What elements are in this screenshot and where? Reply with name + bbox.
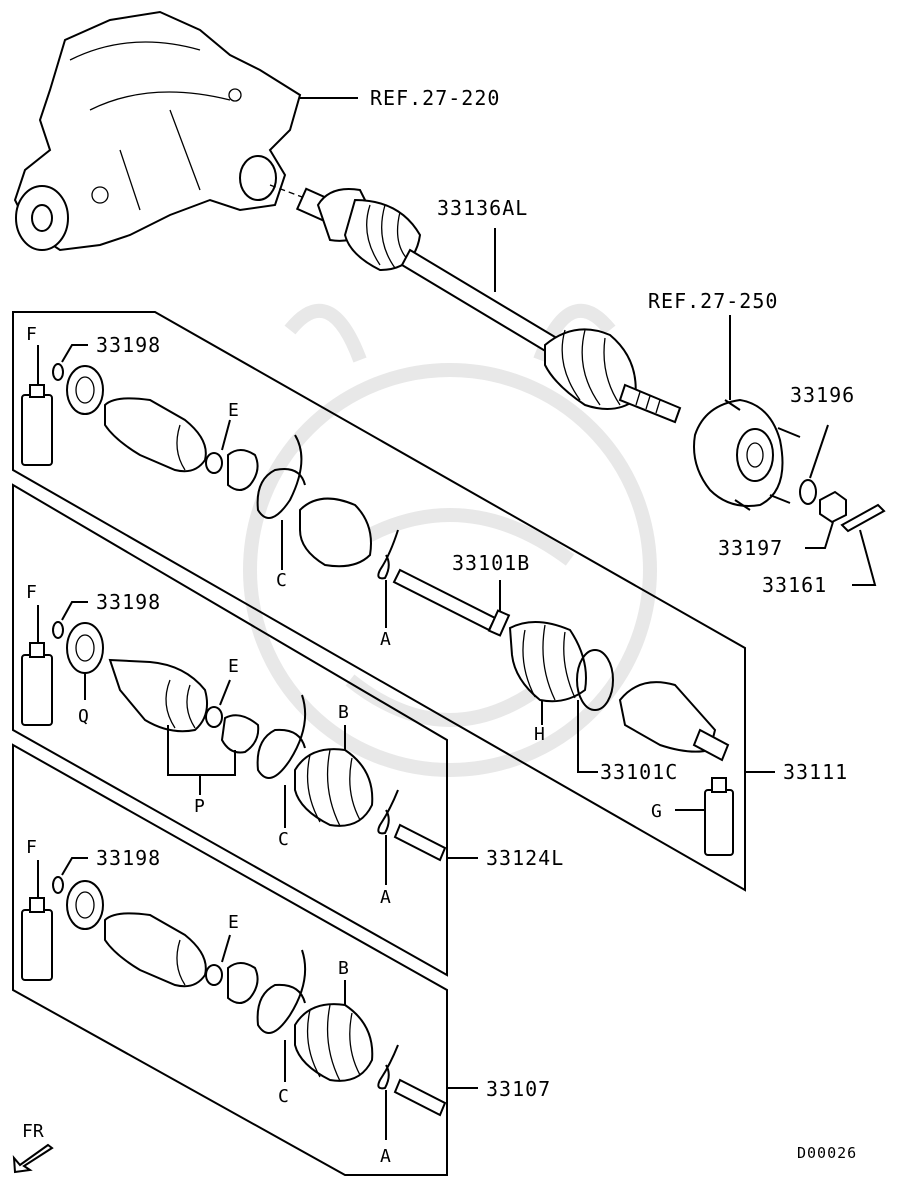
snap-ring-1 (52, 363, 64, 381)
b1-label: B (338, 702, 349, 723)
f3-label: F (26, 837, 37, 858)
washer-leader (809, 424, 829, 479)
ref-hub-label: REF.27-250 (648, 289, 778, 313)
snap-ring-e2 (205, 706, 223, 728)
kit-middle-frame (12, 483, 448, 977)
middle-ring-leader (577, 700, 598, 773)
inner-joint-3 (104, 912, 207, 988)
shaft-bar-1 (392, 568, 497, 632)
nut-label: 33197 (718, 536, 783, 560)
boot-band-a2 (377, 789, 399, 835)
dust-cover-kit-label-1: 33198 (96, 333, 161, 357)
inner-boot-2 (294, 748, 374, 827)
shaft-bar-3 (393, 1078, 447, 1117)
a2-label: A (380, 887, 391, 908)
fr-label: FR (22, 1121, 44, 1142)
diagram-code: D00026 (797, 1144, 857, 1162)
dust-cover-kit-label-2: 33198 (96, 590, 161, 614)
c1-label: C (276, 570, 287, 591)
q-label: Q (78, 706, 89, 727)
p-bracket (167, 725, 236, 776)
middle-joint-label: 33101B (452, 551, 530, 575)
f1-label: F (26, 324, 37, 345)
snap-ring-2 (52, 621, 64, 639)
dust-cover-1 (66, 365, 104, 415)
c2-label: C (278, 829, 289, 850)
snap-ring-e3 (205, 964, 223, 986)
cotter-pin (840, 503, 886, 533)
inner-joint-1 (104, 397, 207, 473)
outer-boot-1 (508, 620, 587, 703)
f2-label: F (26, 582, 37, 603)
washer (799, 479, 817, 505)
middle-ring (576, 649, 614, 711)
spider-3 (227, 962, 259, 1004)
e2-leader (219, 679, 231, 706)
shaft-assy-label: 33136AL (437, 196, 528, 220)
snap-ring-3 (52, 876, 64, 894)
e1-leader (221, 419, 231, 451)
boot-band-c2 (256, 694, 307, 779)
kit-middle-label: 33124L (486, 846, 564, 870)
kit-top-frame (12, 311, 746, 892)
e1-label: E (228, 400, 239, 421)
boot-band-a1 (377, 529, 399, 580)
inner-joint-2 (108, 658, 208, 733)
boot-band-c1 (256, 434, 306, 519)
g-label: G (651, 801, 662, 822)
dust-cover-2 (66, 622, 104, 674)
grease-bottle-g (704, 777, 734, 856)
a3-label: A (380, 1146, 391, 1167)
front-direction-arrow (12, 1143, 54, 1174)
castle-nut (819, 490, 847, 524)
middle-ring-label: 33101C (600, 760, 678, 784)
washer-label: 33196 (790, 383, 855, 407)
cotter-pin-label: 33161 (762, 573, 827, 597)
b2-label: B (338, 958, 349, 979)
boot-band-c3 (256, 949, 307, 1034)
wheel-hub (693, 398, 801, 511)
dust-cover-kit-label-3: 33198 (96, 846, 161, 870)
inner-boot-1 (299, 497, 372, 568)
e3-label: E (228, 912, 239, 933)
e3-leader (221, 934, 231, 963)
middle-clip (487, 609, 511, 637)
ref-transaxle-label: REF.27-220 (370, 86, 500, 110)
shaft-bar-2 (393, 823, 447, 862)
drive-shaft-assembly (295, 187, 682, 424)
nut-leader (805, 521, 834, 549)
snap-ring-e1 (205, 452, 223, 474)
h-label: H (534, 724, 545, 745)
cotter-pin-leader (852, 529, 877, 586)
p-label: P (194, 796, 205, 817)
e2-label: E (228, 656, 239, 677)
a1-label: A (380, 629, 391, 650)
kit-bottom-frame (12, 743, 448, 1176)
grease-bottle-f1 (21, 384, 53, 466)
spider-2 (220, 714, 260, 754)
boot-band-a3 (377, 1044, 399, 1090)
kit-1-leader (61, 344, 88, 363)
inner-boot-3 (294, 1003, 374, 1082)
transaxle-housing (13, 10, 311, 252)
c3-label: C (278, 1086, 289, 1107)
grease-bottle-f3 (21, 897, 53, 981)
dust-cover-3 (66, 880, 104, 930)
kit-top-label: 33111 (783, 760, 848, 784)
kit-3-leader (61, 857, 88, 876)
grease-bottle-f2 (21, 642, 53, 726)
spider-1 (227, 449, 259, 491)
kit-2-leader (61, 601, 88, 621)
kit-bottom-label: 33107 (486, 1077, 551, 1101)
